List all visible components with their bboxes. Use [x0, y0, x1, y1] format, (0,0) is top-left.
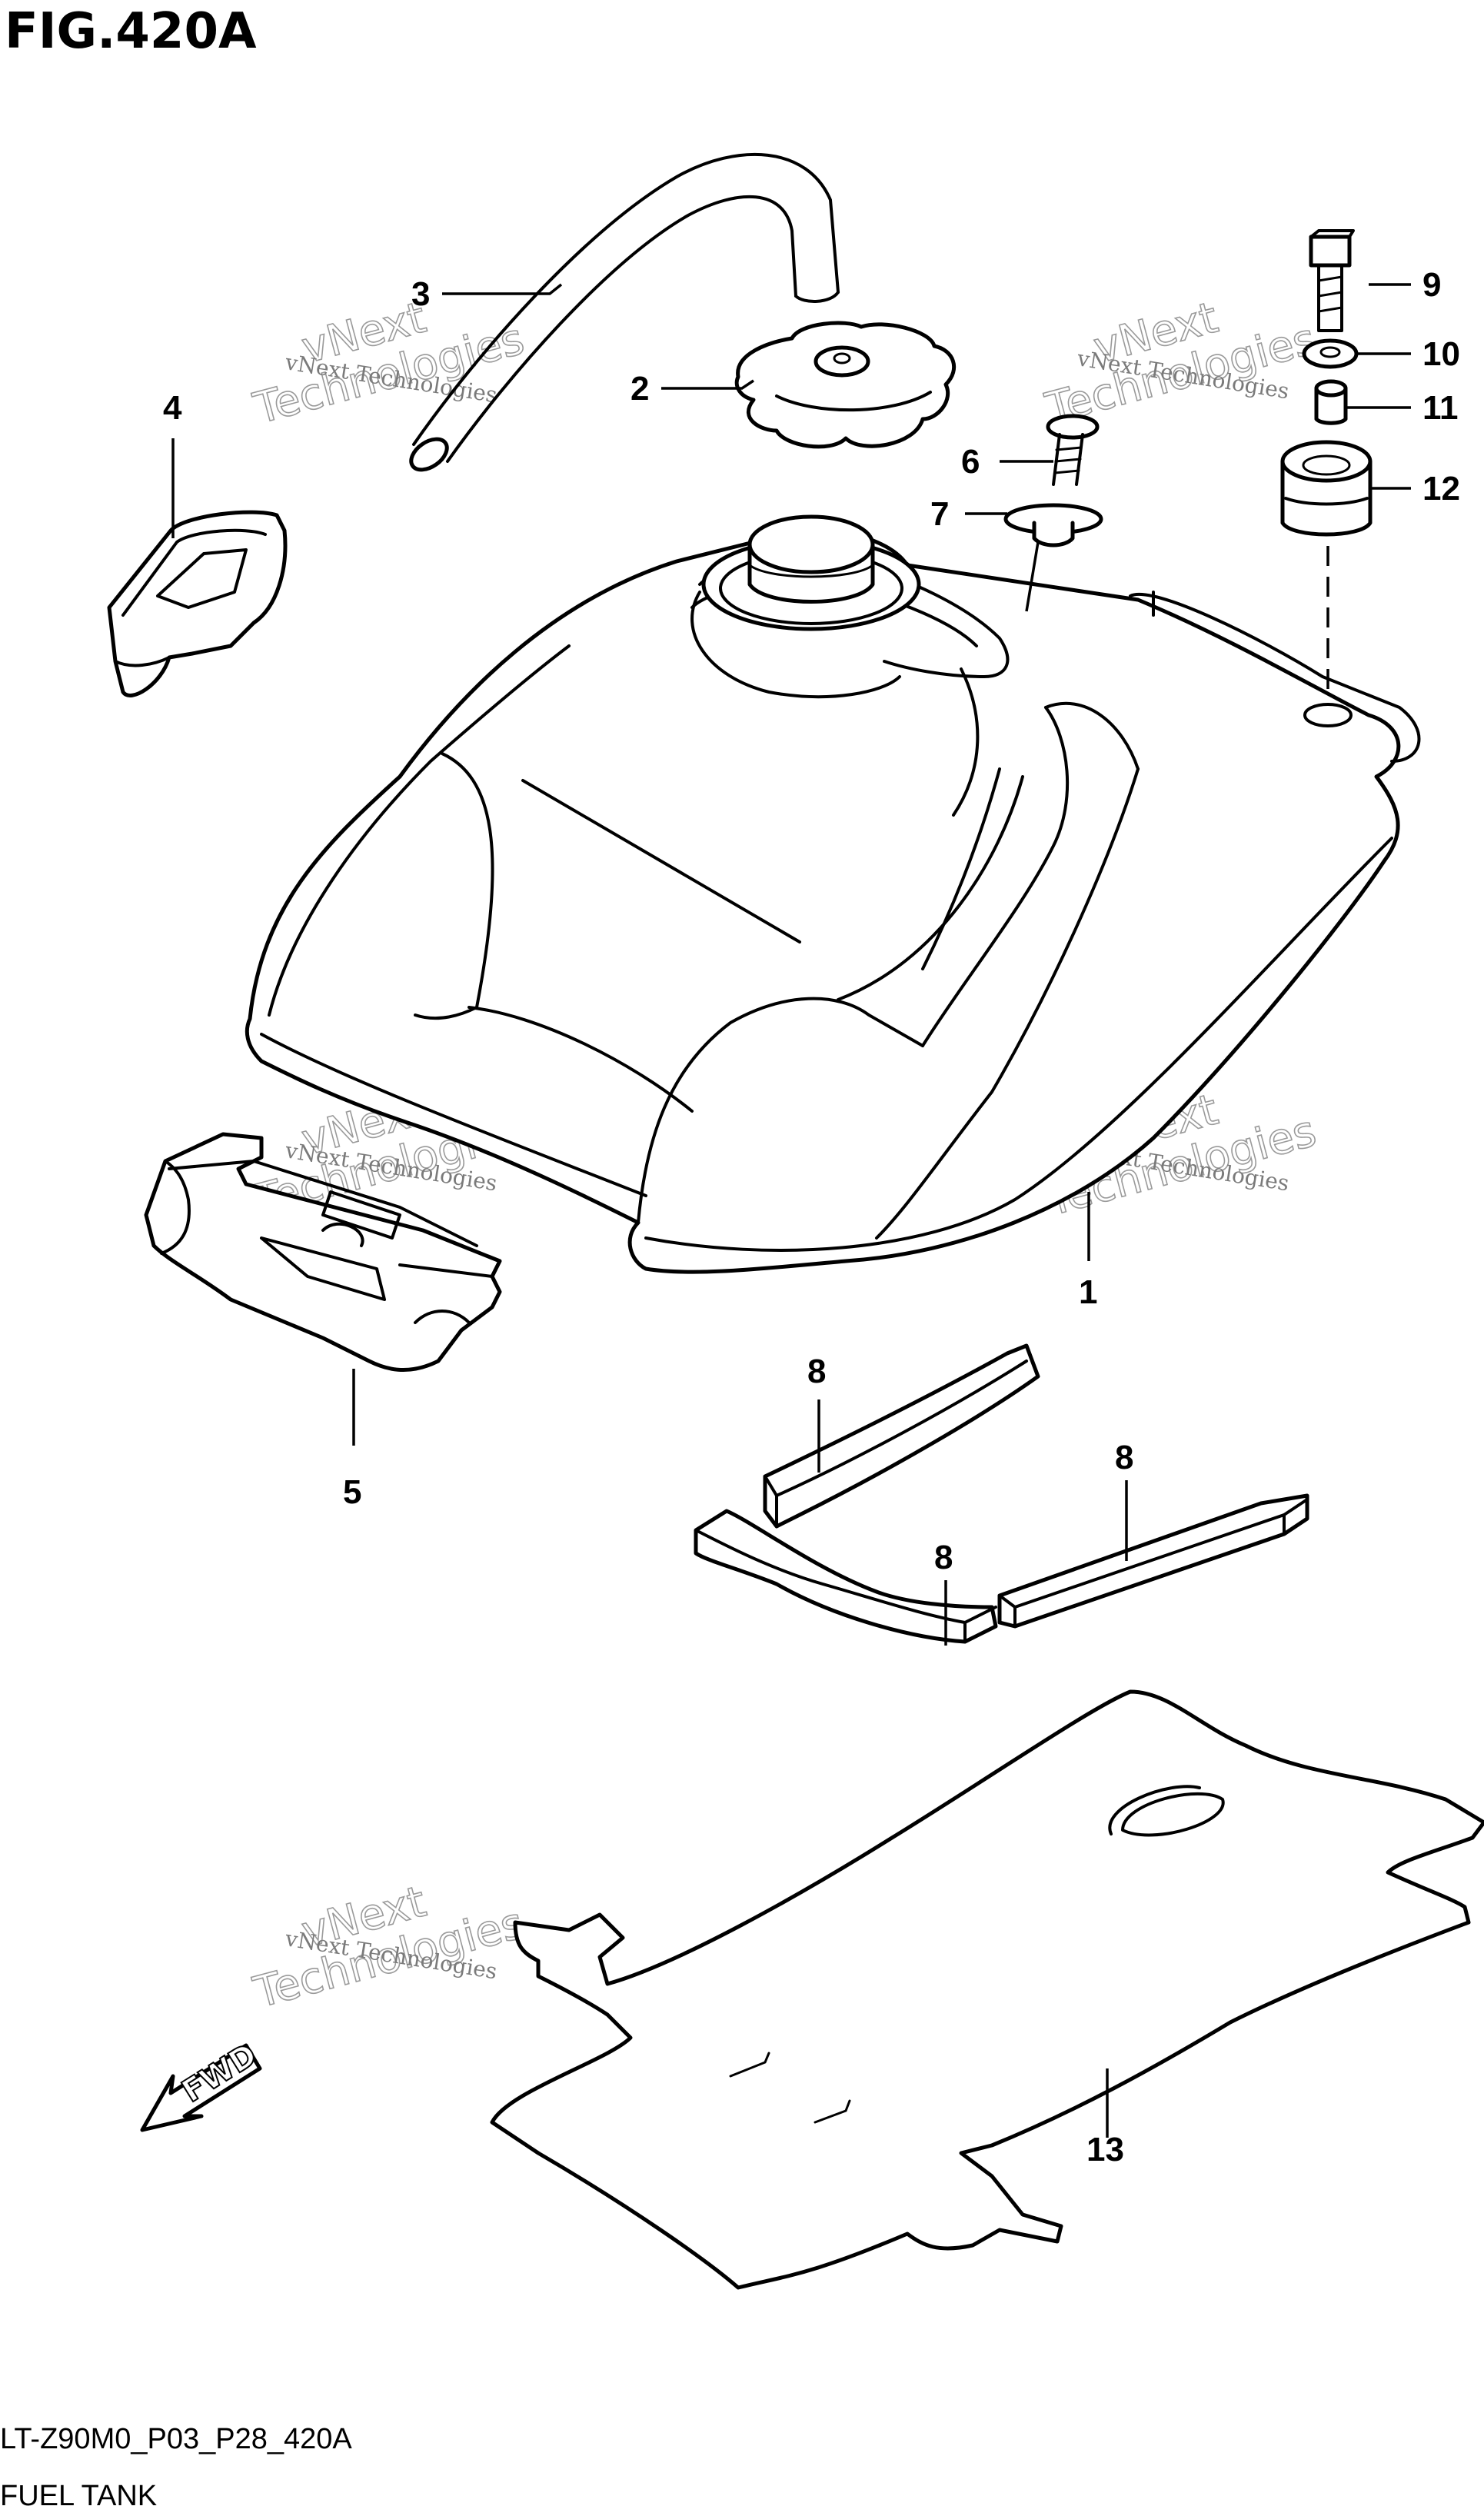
- callout-leaders: [171, 283, 1411, 2138]
- part-10-washer: [1302, 338, 1359, 369]
- part-2-fuel-cap: [734, 321, 957, 449]
- callout-5: 5: [343, 1473, 361, 1511]
- callout-4: 4: [163, 389, 182, 427]
- callout-8: 8: [1115, 1439, 1133, 1476]
- figure-code: LT-Z90M0_P03_P28_420A: [0, 2423, 352, 2455]
- callout-6: 6: [961, 443, 980, 481]
- callout-2: 2: [631, 370, 649, 408]
- callout-9: 9: [1422, 266, 1441, 304]
- part-13-heat-shield: [490, 1689, 1484, 2290]
- part-1-fuel-tank: [245, 514, 1421, 1274]
- fwd-label: FWD: [176, 2037, 263, 2109]
- part-8-cushion-b: [694, 1509, 998, 1644]
- part-12-rubber-cushion: [1280, 440, 1373, 537]
- part-6-screw: [1046, 414, 1100, 486]
- callout-7: 7: [930, 495, 949, 533]
- callout-11: 11: [1422, 389, 1459, 427]
- figure-name: FUEL TANK: [0, 2480, 157, 2512]
- callout-numbers: 1 2 3 4 5 6 7 8 8 8 9 10 11 12 13: [163, 266, 1460, 2168]
- callout-12: 12: [1422, 470, 1460, 508]
- part-8-cushion-c: [997, 1493, 1309, 1629]
- part-8-cushion-a: [763, 1343, 1040, 1529]
- part-7-grommet: [1003, 503, 1103, 547]
- part-9-bolt: [1309, 229, 1355, 332]
- figure-title: FIG.420A: [5, 3, 257, 60]
- callout-8: 8: [934, 1539, 953, 1576]
- part-3-breather-hose: [409, 152, 840, 472]
- part-11-collar: [1314, 379, 1348, 425]
- fwd-arrow-icon: FWD: [140, 2036, 264, 2132]
- part-4-bracket: [107, 510, 288, 697]
- callout-8: 8: [807, 1353, 826, 1390]
- callout-3: 3: [411, 275, 430, 313]
- part-5-band: [144, 1132, 502, 1373]
- callout-10: 10: [1422, 335, 1460, 373]
- callout-13: 13: [1086, 2131, 1124, 2168]
- callout-1: 1: [1079, 1273, 1097, 1311]
